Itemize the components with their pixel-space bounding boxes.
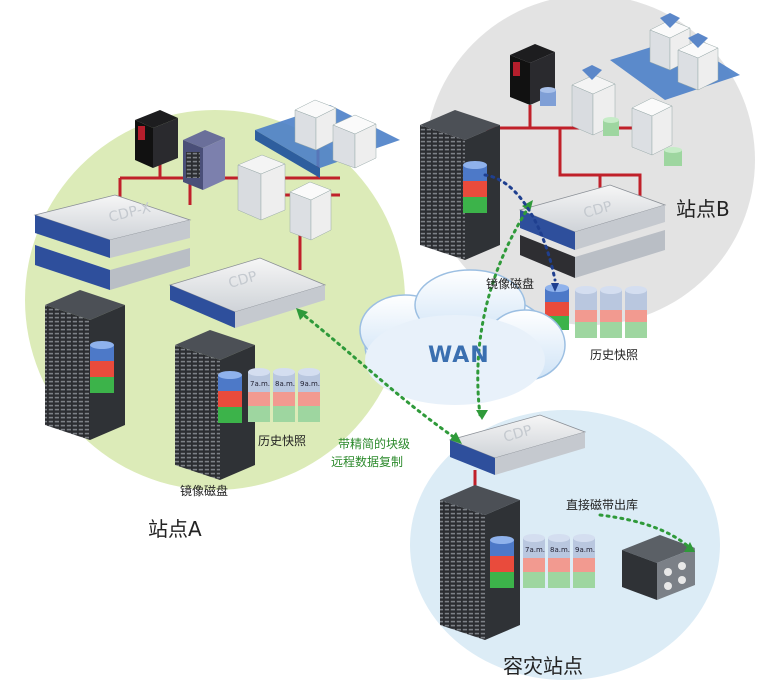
cdp-appliance-dr: CDP (448, 414, 587, 475)
disk-b-windows (603, 117, 619, 136)
unix-server-a (135, 110, 178, 168)
tape-library-dr (622, 535, 695, 600)
cdp-label-a: CDP (227, 268, 259, 291)
snapshot-label: 7a.m. (250, 380, 270, 388)
wan-label: WAN (428, 343, 490, 368)
mirror-disk-b-label: 镜像磁盘 (486, 277, 535, 291)
disk-stack-b (463, 161, 487, 213)
snapshot-label: 8a.m. (550, 546, 570, 554)
mirror-link-b (483, 173, 557, 282)
disk-b-small (540, 87, 556, 106)
mirror-disk-a-label: 镜像磁盘 (180, 484, 229, 498)
site-a-title: 站点A (148, 517, 202, 541)
virtual-server-a1 (294, 99, 337, 151)
history-snapshot-b-label: 历史快照 (590, 348, 639, 362)
history-snapshot-a-label: 历史快照 (258, 434, 307, 448)
dr-site-title: 容灾站点 (503, 654, 583, 678)
disk-stack-a2 (218, 371, 242, 423)
snapshot-label: 8a.m. (275, 380, 295, 388)
cdp-label-dr: CDP (502, 422, 534, 445)
replication-label-line1: 带精简的块级 (338, 437, 411, 451)
windows-server-b (571, 65, 616, 136)
replication-links (298, 203, 692, 550)
arrowheads (296, 200, 695, 552)
cdp-appliance-a: CDP (168, 257, 327, 328)
snapshot-label: 9a.m. (300, 380, 320, 388)
virtual-server-a2 (332, 114, 377, 169)
cdp-x-appliance-a: CDP-X (33, 194, 192, 290)
storage-rack-a2 (175, 330, 255, 480)
snapshot-disks-a: 7a.m. 8a.m. 9a.m. (248, 368, 320, 422)
virtual-server-b2 (677, 33, 719, 91)
storage-rack-b (420, 110, 500, 260)
disk-b-virtual (664, 147, 682, 166)
linux-server-a (183, 130, 225, 190)
replication-label-line2: 远程数据复制 (331, 455, 404, 469)
cdp-appliance-b: CDP (518, 184, 667, 278)
wan-cloud (359, 269, 566, 405)
snapshot-disks-dr: 7a.m. 8a.m. 9a.m. (523, 534, 595, 588)
snapshot-label: 7a.m. (525, 546, 545, 554)
virtual-server-b3 (631, 97, 673, 156)
snapshot-label: 9a.m. (575, 546, 595, 554)
cdp-label-b: CDP (582, 198, 614, 221)
disk-stack-dr (490, 536, 514, 588)
windows-server-a (237, 154, 286, 221)
site-b-title: 站点B (676, 197, 730, 221)
virtual-server-a3 (289, 181, 332, 241)
tape-out-label: 直接磁带出库 (566, 498, 639, 512)
disk-stack-a1 (90, 341, 114, 393)
snapshot-disks-b (575, 286, 647, 338)
